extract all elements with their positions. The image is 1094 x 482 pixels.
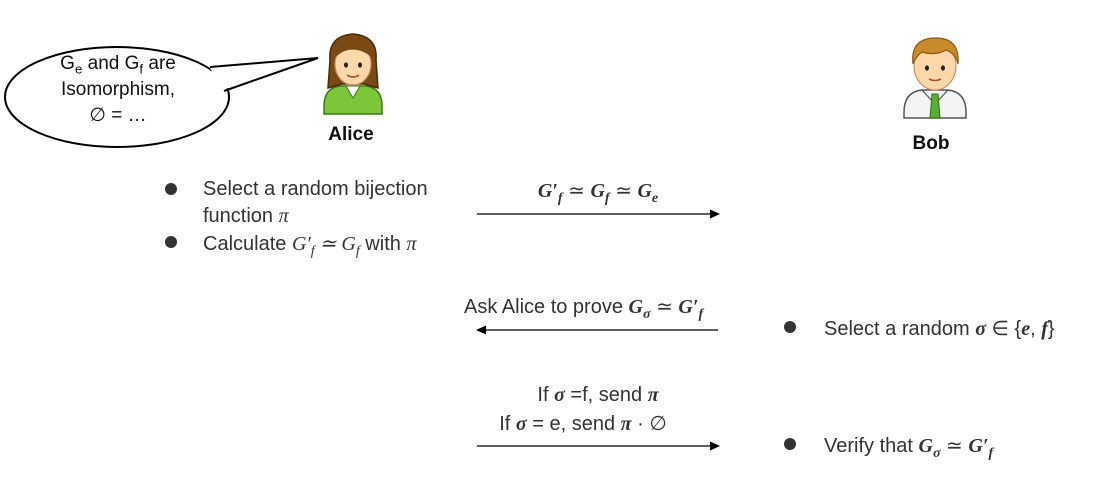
bullet-icon xyxy=(784,438,796,450)
alice-avatar-icon xyxy=(323,33,383,115)
alice-step2: Calculate G′f ≃ Gf with π xyxy=(203,233,417,259)
alice-step1-line2: function π xyxy=(203,205,289,227)
message3-line2: If σ = e, send π · ∅ xyxy=(499,413,667,435)
bullet-icon xyxy=(784,321,796,333)
speech-bubble-line3: ∅ = … xyxy=(89,105,147,126)
message3-line1: If σ =f, send π xyxy=(537,384,659,406)
arrow-left-icon xyxy=(476,325,718,335)
bullet-icon xyxy=(165,236,177,248)
bob-step1: Select a random σ ∈ {e, f} xyxy=(824,318,1055,340)
bullet-icon xyxy=(165,183,177,195)
speech-bubble-line1: Ge and Gf are xyxy=(60,53,176,77)
message1-label: G′f ≃ Gf ≃ Ge xyxy=(537,180,659,206)
bob-step2: Verify that Gσ ≃ G′f xyxy=(824,435,994,461)
alice-name: Alice xyxy=(328,124,374,145)
arrow-right-icon xyxy=(477,209,720,219)
speech-bubble xyxy=(4,46,319,148)
bob-avatar-icon xyxy=(903,37,967,119)
alice-step1-line1: Select a random bijection xyxy=(203,178,428,200)
arrow-right-icon xyxy=(477,441,720,451)
speech-bubble-line2: Isomorphism, xyxy=(60,79,176,100)
bob-name: Bob xyxy=(912,133,950,154)
message2-label: Ask Alice to prove Gσ ≃ G′f xyxy=(464,296,704,322)
speech-bubble-text: Ge and Gf are Isomorphism, ∅ = … xyxy=(20,51,216,129)
